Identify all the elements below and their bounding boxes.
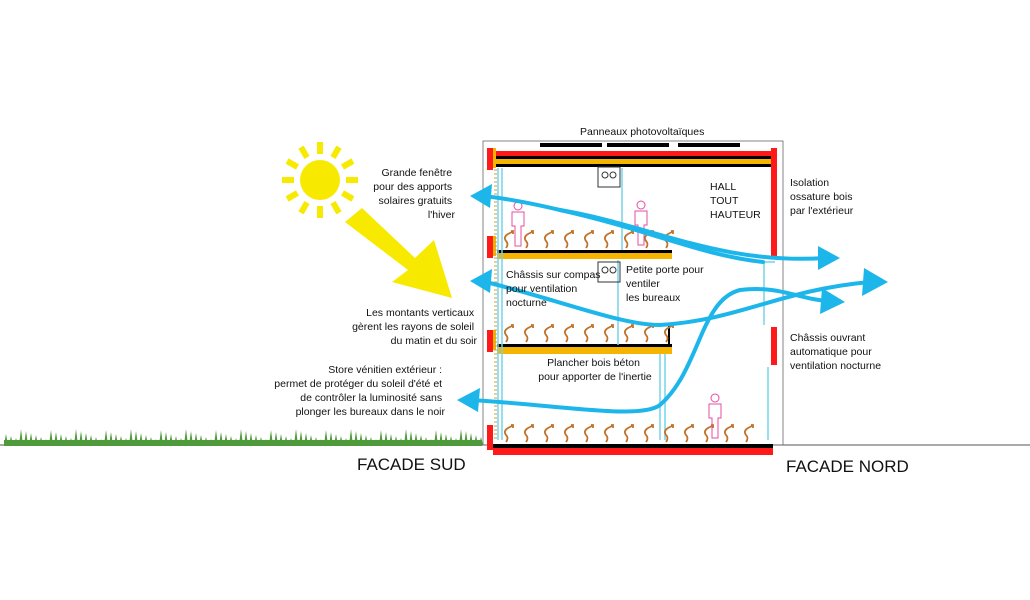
heat-wave-icon	[563, 424, 574, 443]
photovoltaic-panel	[540, 143, 740, 147]
heat-wave-icon	[603, 324, 614, 343]
heat-wave-icon	[563, 324, 574, 343]
label-hall: HALL TOUT HAUTEUR	[710, 181, 761, 221]
heat-wave-icon	[643, 424, 654, 443]
heat-wave-icon	[583, 230, 594, 249]
heat-wave-icon	[623, 424, 634, 443]
heat-wave-icon	[503, 230, 514, 249]
label-store: Store vénitien extérieur : permet de pro…	[274, 364, 445, 418]
person-icon	[511, 201, 525, 247]
heat-wave-icon	[683, 424, 694, 443]
heat-wave-icon	[663, 424, 674, 443]
vent-box-icon	[597, 166, 621, 283]
label-plancher: Plancher bois béton pour apporter de l'i…	[538, 357, 652, 383]
grass	[4, 429, 483, 446]
label-panneaux: Panneaux photovoltaïques	[580, 126, 704, 138]
heat-wave-icon	[543, 230, 554, 249]
heat-wave-icon	[723, 424, 734, 443]
heat-wave-icon	[603, 424, 614, 443]
label-grande-fenetre: Grande fenêtre pour des apports solaires…	[373, 167, 455, 221]
label-montants: Les montants verticaux gèrent les rayons…	[352, 307, 477, 347]
heat-wave-icon	[643, 324, 654, 343]
heat-wave-icon	[603, 230, 614, 249]
label-isolation: Isolation ossature bois par l'extérieur	[790, 177, 855, 217]
sun-icon	[282, 142, 358, 218]
label-facade-sud: FACADE SUD	[357, 455, 466, 474]
heat-wave-icon	[503, 324, 514, 343]
heat-wave-icon	[563, 230, 574, 249]
label-petite-porte: Petite porte pour ventiler les bureaux	[626, 264, 707, 304]
heat-wave-icon	[523, 424, 534, 443]
heat-wave-icon	[523, 230, 534, 249]
heat-wave-icon	[623, 230, 634, 249]
heat-wave-icon	[503, 230, 754, 443]
heat-wave-icon	[743, 424, 754, 443]
sun-ray-arrow	[345, 208, 452, 298]
label-chassis-ouvrant: Châssis ouvrant automatique pour ventila…	[790, 332, 881, 372]
heat-wave-icon	[583, 324, 594, 343]
heat-wave-icon	[523, 324, 534, 343]
heat-wave-icon	[543, 324, 554, 343]
heat-wave-icon	[583, 424, 594, 443]
heat-wave-icon	[503, 424, 514, 443]
airflow-arrowheads	[457, 184, 888, 412]
label-facade-nord: FACADE NORD	[786, 457, 909, 476]
heat-wave-icon	[623, 324, 634, 343]
heat-wave-icon	[543, 424, 554, 443]
airflow-arrows	[468, 194, 872, 414]
person-icon	[708, 393, 722, 439]
building-section	[482, 140, 784, 455]
person-icon	[634, 200, 648, 246]
label-chassis-compas: Châssis sur compas pour ventilation noct…	[506, 269, 603, 309]
